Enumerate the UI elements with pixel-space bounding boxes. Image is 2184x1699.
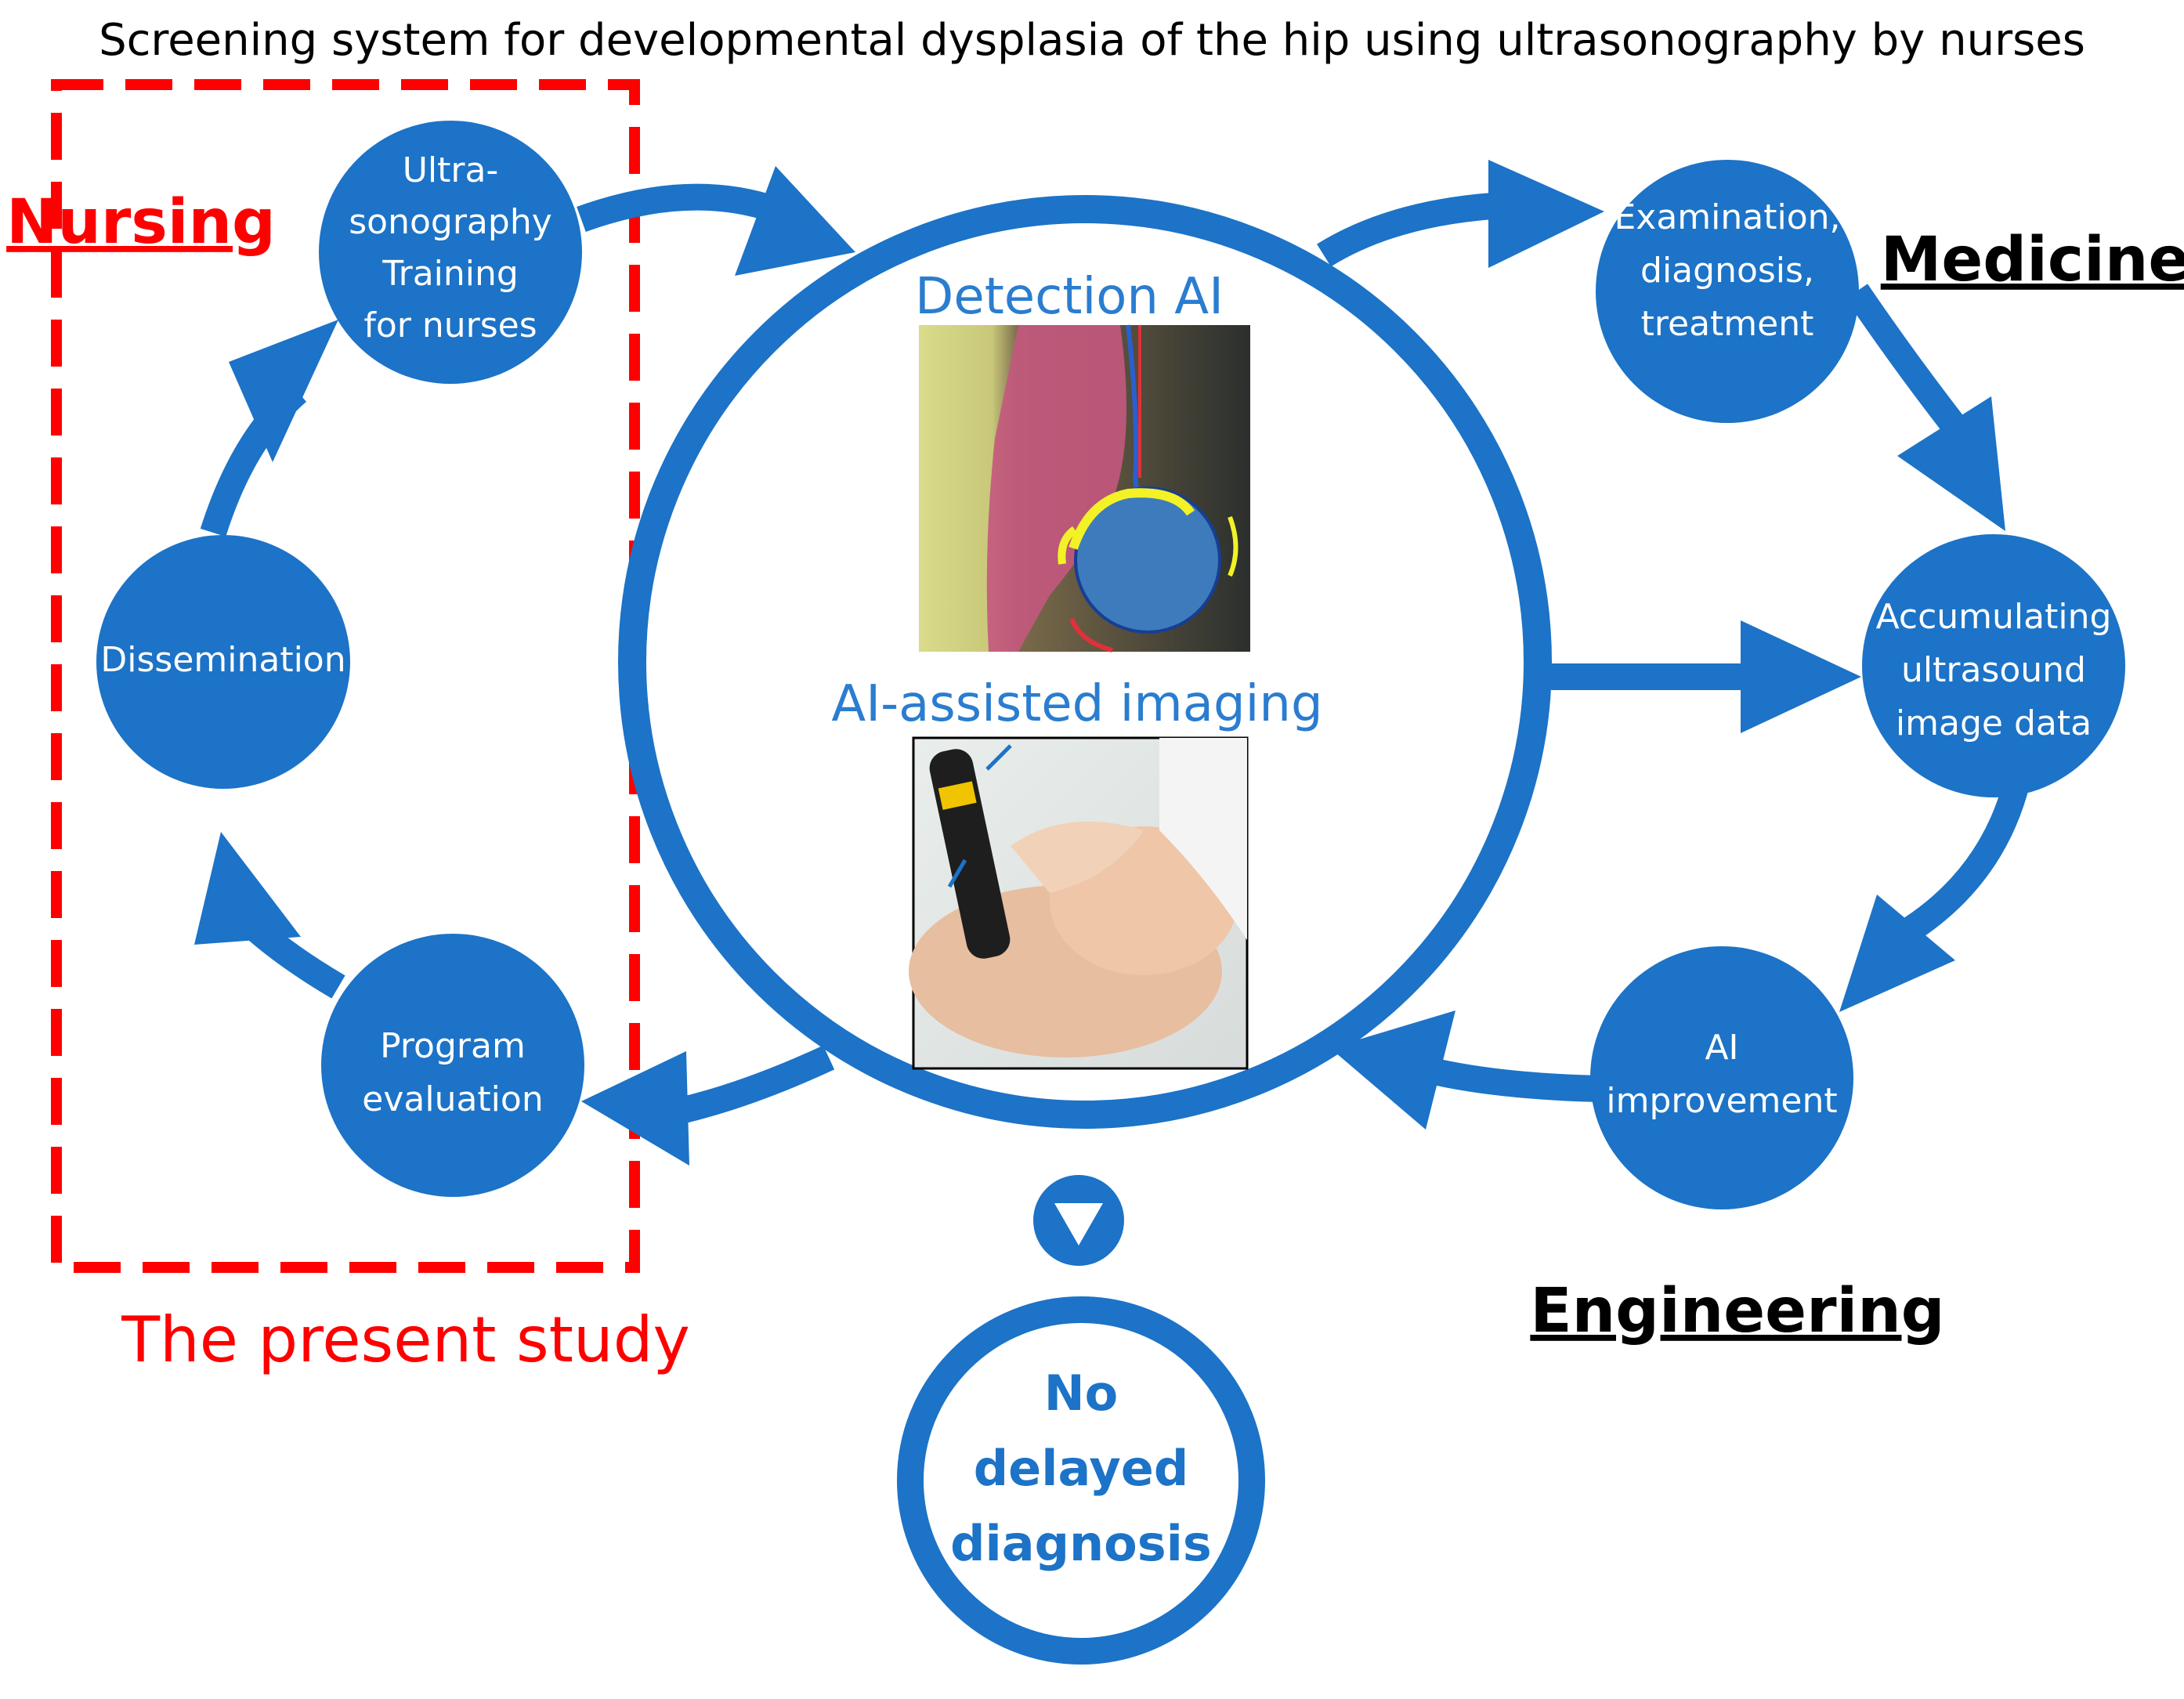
examination-line-2: diagnosis, [1640,251,1814,291]
down-triangle-glyph [1054,1203,1103,1245]
right-cycle-arrowheads [1330,160,2005,1130]
accumulating-line-2: ultrasound [1901,650,2086,690]
hip-ultrasound-segmentation-image [919,324,1250,652]
motion-arrow-top [985,744,1012,771]
motion-arrow-bottom [947,859,967,888]
node-examination: Examination, diagnosis, treatment [1596,160,1859,423]
segmented-femoral-head [1074,486,1221,634]
arrowhead-to-center [735,166,855,276]
diagram-title: Screening system for developmental dyspl… [99,15,2085,66]
node-training: Ultra- sonography Training for nurses [319,121,582,384]
training-line-4: for nurses [363,305,537,345]
outcome-line-2: delayed [974,1440,1188,1497]
dissemination-circle [96,535,350,789]
arrowhead-to-evaluation [581,1051,689,1166]
medicine-label: Medicine [1881,225,2184,295]
node-accumulating: Accumulating ultrasound image data [1862,534,2125,797]
training-circle [319,121,582,384]
examiner-sleeve [1159,738,1247,940]
examination-circle [1596,160,1859,423]
evaluation-line-2: evaluation [362,1079,543,1119]
dissemination-line-1: Dissemination [100,640,345,680]
arrowhead-to-examination [1488,160,1604,268]
arc-center-to-evaluation [671,1045,835,1126]
probe-motion-arrows [947,744,1012,888]
present-study-label: The present study [121,1303,690,1376]
segmented-edge-marker [1228,515,1238,577]
nursing-cycle-arrowheads [194,166,855,1166]
examination-line-1: Examination, [1614,197,1840,237]
arc-accumulating-to-ai [1904,786,2028,941]
ai-improvement-line-1: AI [1705,1028,1738,1068]
segmented-labrum [1058,526,1078,565]
nursing-label: Nursing [6,187,276,258]
arrowhead-to-ai-improvement [1839,895,1955,1012]
evaluation-circle [321,934,584,1197]
arrowhead-to-dissemination [194,832,301,945]
arc-training-to-center [577,183,780,232]
ai-assisted-imaging-label: AI-assisted imaging [831,675,1322,733]
training-line-1: Ultra- [403,150,499,190]
segmented-acetabulum [1068,488,1195,550]
node-ai-improvement: AI improvement [1590,946,1853,1209]
examination-line-3: treatment [1641,304,1814,344]
accumulating-line-3: image data [1896,703,2092,743]
outcome-line-3: diagnosis [950,1515,1212,1572]
down-triangle-icon [1033,1175,1124,1266]
outcome-line-1: No [1044,1365,1118,1422]
ultrasound-probe-on-infant-model-photo [909,736,1249,1070]
ai-improvement-circle [1590,946,1853,1209]
examiner-hand [1011,821,1144,893]
outcome-ring: No delayed diagnosis [897,1296,1265,1665]
arrowhead-to-accumulating-center [1741,620,1861,733]
arrowhead-to-center-from-ai [1330,1010,1455,1130]
present-study-box [51,79,640,1273]
outcome-circle [897,1296,1265,1665]
arc-examination-to-accumulating [1845,284,1963,432]
ai-improvement-line-2: improvement [1606,1081,1837,1121]
training-line-3: Training [381,254,519,294]
segmented-muscle-region [986,325,1126,652]
segmented-growth-plate [1069,617,1113,652]
accumulating-line-1: Accumulating [1876,597,2112,637]
central-ring [618,195,1552,1129]
arc-center-to-examination [1317,192,1505,267]
evaluation-line-1: Program [380,1026,526,1066]
training-line-2: sonography [349,202,552,242]
engineering-label: Engineering [1530,1276,1944,1347]
arrowhead-to-accumulating [1897,396,2005,531]
node-dissemination: Dissemination [96,535,350,789]
detection-ai-label: Detection AI [915,268,1224,326]
accumulating-circle [1862,534,2125,797]
probe-yellow-band [938,781,977,810]
arrowhead-to-training [229,320,338,462]
node-evaluation: Program evaluation [321,934,584,1197]
